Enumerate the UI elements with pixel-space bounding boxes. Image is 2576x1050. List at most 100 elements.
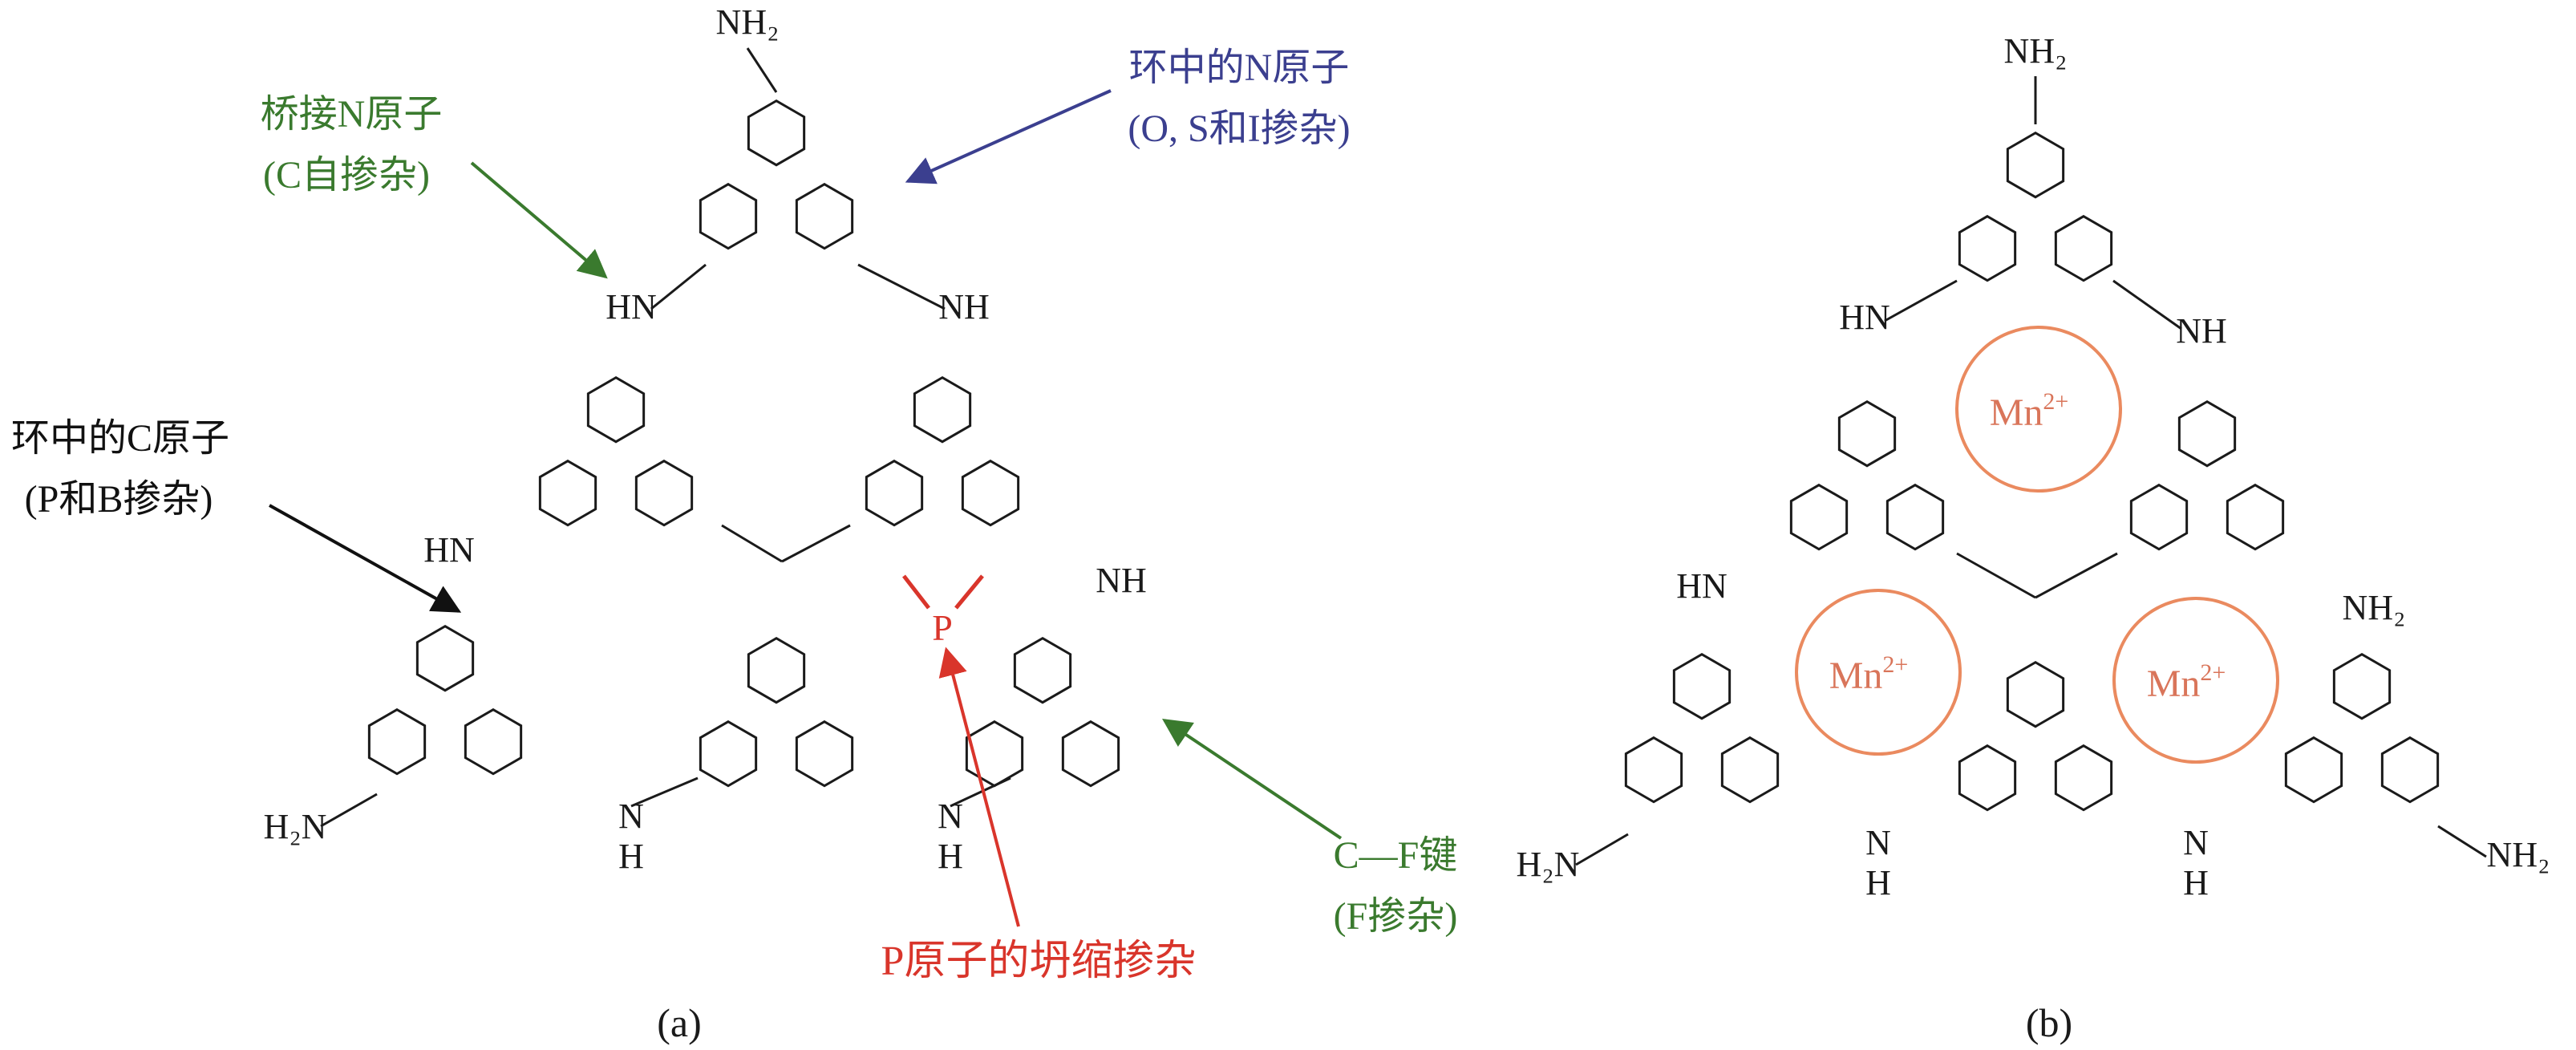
b-unit-4-ring-1 (1958, 744, 2017, 812)
b-nh-bottom-2-h: H (2183, 863, 2209, 902)
a-unit-3-ring-0 (415, 624, 475, 692)
b-unit-3-ring-1 (1624, 736, 1683, 804)
b-unit-5-ring-2 (2380, 736, 2440, 804)
arrow-ring-n (905, 89, 1112, 184)
b-unit-0-ring-1 (1958, 214, 2017, 282)
mn-label: Mn (1990, 391, 2043, 434)
panel-a-caption: (a) (657, 1000, 702, 1045)
a-nh-bottom-2: N (938, 797, 963, 836)
a-bond-center (721, 524, 783, 563)
arrow-cf (1162, 718, 1343, 840)
b-unit-2-ring-0 (2177, 399, 2237, 468)
arrow-p-doping (938, 647, 1020, 927)
a-unit-2-ring-2 (961, 459, 1020, 527)
a-nh-bottom-2-h: H (938, 837, 963, 876)
b-hn-upper-left: HN (1839, 298, 1890, 337)
a-unit-4-ring-0 (747, 636, 806, 704)
arrow-bridge-n (470, 161, 608, 279)
mn-charge: 2+ (1882, 651, 1908, 678)
a-h2n-bottom-left: H₂N (264, 807, 327, 846)
mn-site-left: Mn2+ (1795, 589, 1962, 756)
a-nh-bottom-1-h: H (618, 837, 644, 876)
b-nh2-mid-right: NH₂ (2343, 588, 2406, 627)
b-h2n-bottom-left: H₂N (1517, 845, 1580, 884)
mn-site-top: Mn2+ (1955, 326, 2122, 493)
b-unit-5-ring-0 (2332, 652, 2392, 720)
svg-text:Mn2+: Mn2+ (1990, 388, 2069, 434)
mn-label: Mn (2147, 663, 2201, 705)
b-unit-5-ring-1 (2284, 736, 2343, 804)
label-bridge-n-line2: (C自掺杂) (263, 154, 430, 197)
svg-text:Mn2+: Mn2+ (1829, 651, 1909, 697)
a-bond-center-2 (781, 524, 851, 563)
a-hn-top-left: HN (606, 287, 657, 326)
a-unit-0-ring-2 (795, 182, 854, 250)
b-nh-bottom-2: N (2183, 823, 2209, 862)
a-nh-mid-right: NH (1096, 561, 1147, 600)
panel-b-bonds (1575, 76, 2487, 866)
b-unit-0-ring-2 (2054, 214, 2113, 282)
panel-a-bonds (320, 47, 1120, 828)
mn-label: Mn (1829, 655, 1883, 697)
a-unit-4-ring-2 (795, 720, 854, 788)
b-unit-1-ring-1 (1789, 483, 1849, 551)
b-bond-center (1956, 552, 2036, 599)
b-bond-center-2 (2035, 552, 2118, 599)
a-unit-5-ring-0 (1013, 636, 1072, 704)
mn-site-right: Mn2+ (2112, 597, 2279, 764)
a-hn-mid-left: HN (423, 530, 475, 570)
b-hn-mid-left: HN (1676, 566, 1727, 606)
a-bond-nh2 (746, 47, 778, 93)
b-unit-1-ring-2 (1885, 483, 1945, 551)
a-unit-2-ring-1 (865, 459, 924, 527)
a-unit-3-ring-2 (464, 707, 523, 776)
b-bond-bridge-2 (2112, 279, 2182, 330)
a-bond-bottom-1 (630, 776, 699, 808)
panel-b-structure: NH₂ HN NH HN NH₂ H₂N NH₂ N H N H Mn2+ Mn… (1517, 31, 2550, 1045)
b-nh-bottom-1-h: H (1865, 863, 1891, 902)
a-unit-4-ring-1 (699, 720, 758, 788)
b-unit-3-ring-2 (1720, 736, 1780, 804)
b-unit-2-ring-1 (2129, 483, 2189, 551)
b-unit-4-ring-2 (2054, 744, 2113, 812)
a-unit-0-ring-0 (747, 99, 806, 167)
b-unit-0-ring-0 (2006, 131, 2065, 199)
b-bond-nh2-br (2437, 825, 2487, 858)
panel-b-caption: (b) (2026, 1000, 2072, 1045)
mn-charge: 2+ (2200, 659, 2226, 686)
a-bond-bridge-1 (650, 263, 707, 310)
a-unit-5-ring-2 (1061, 720, 1120, 788)
b-nh-upper-right: NH (2176, 311, 2227, 351)
p-bond-left (902, 574, 930, 610)
label-ring-n-line1: 环中的N原子 (1129, 47, 1350, 89)
label-cf-line2: (F掺杂) (1334, 895, 1458, 938)
a-nh-bottom-1: N (618, 797, 644, 836)
a-bond-h2n (320, 793, 378, 828)
a-unit-1-ring-1 (538, 459, 597, 527)
svg-text:Mn2+: Mn2+ (2147, 659, 2226, 705)
label-ring-n-line2: (O, S和I掺杂) (1128, 107, 1350, 150)
label-ring-c-line1: 环中的C原子 (11, 417, 229, 460)
b-unit-1-ring-0 (1837, 399, 1897, 468)
label-cf-line1: C—F键 (1334, 834, 1458, 877)
a-unit-3-ring-1 (367, 707, 427, 776)
b-unit-4-ring-0 (2006, 660, 2065, 728)
b-nh2-top: NH₂ (2004, 31, 2068, 71)
p-bond-right (954, 574, 984, 610)
a-unit-0-ring-1 (699, 182, 758, 250)
a-unit-2-ring-0 (913, 375, 972, 444)
panel-a-structure: NH₂ HN NH HN NH H₂N N H N H P 桥接N原子 (C自掺… (11, 2, 1457, 1045)
b-bond-h2n (1575, 833, 1629, 866)
b-nh2-bottom-right: NH₂ (2487, 835, 2550, 874)
a-bond-bottom-2 (950, 776, 1011, 808)
label-p-doping: P原子的坍缩掺杂 (881, 939, 1197, 984)
b-unit-2-ring-2 (2226, 483, 2285, 551)
a-unit-1-ring-2 (634, 459, 694, 527)
a-nh-top-right: NH (938, 287, 990, 326)
a-bond-bridge-2 (857, 263, 946, 310)
a-nh2-top: NH₂ (716, 2, 780, 42)
mn-charge: 2+ (2043, 388, 2068, 415)
label-ring-c-line2: (P和B掺杂) (25, 478, 213, 521)
b-unit-3-ring-0 (1672, 652, 1732, 720)
